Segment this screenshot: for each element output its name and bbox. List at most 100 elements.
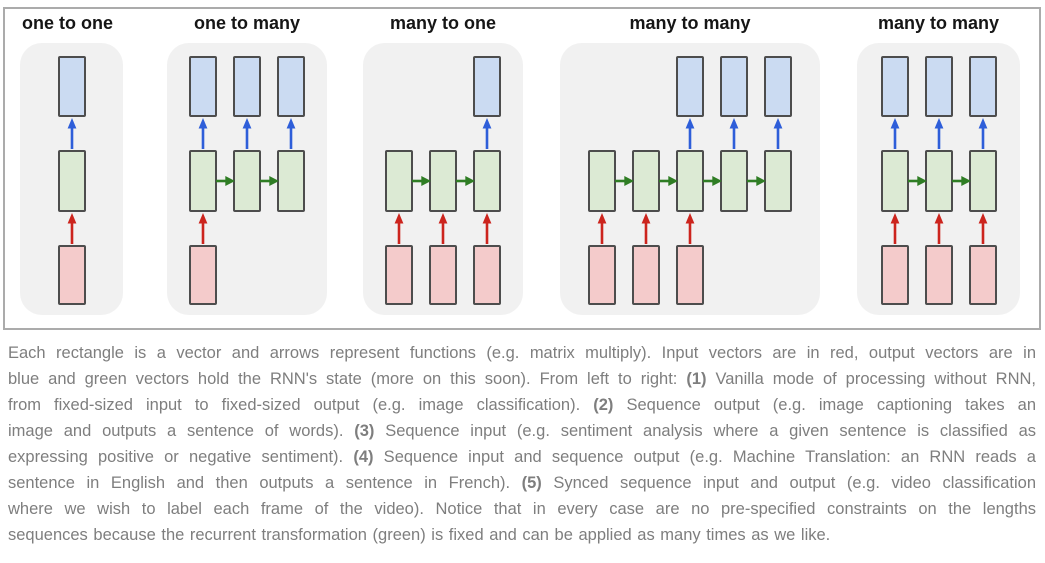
state-vector-box: [429, 150, 457, 212]
panel-title: one to one: [22, 13, 113, 33]
output-arrow-slot: [925, 117, 953, 150]
input-vector-box: [924, 245, 953, 305]
state-vector-box: [57, 150, 86, 212]
state-transition-arrow-icon: [907, 176, 927, 186]
output-vector-box: [473, 56, 501, 117]
input-slot: [385, 245, 413, 305]
vector-column: [764, 56, 792, 305]
input-slot: [968, 245, 997, 305]
output-slot: [720, 56, 748, 117]
output-slot: [385, 56, 413, 117]
output-arrow-slot: [473, 117, 501, 150]
input-arrow-slot: [720, 212, 748, 245]
input-slot: [764, 245, 792, 305]
input-arrow-icon: [438, 213, 448, 244]
state-vector-box: [968, 150, 997, 212]
input-vector-box: [632, 245, 660, 305]
input-vector-box: [473, 245, 501, 305]
output-slot: [277, 56, 305, 117]
state-vector-box: [676, 150, 704, 212]
output-arrow-icon: [67, 118, 76, 149]
input-slot: [277, 245, 305, 305]
output-vector-box: [720, 56, 748, 117]
caption-item-number: (4): [353, 448, 374, 466]
panel-title: many to many: [877, 13, 1000, 33]
output-arrow-icon: [890, 118, 899, 149]
output-vector-box: [233, 56, 261, 117]
state-slot: [233, 150, 279, 212]
caption-text: Sequence input and sequence output (e.g.…: [373, 448, 1036, 466]
output-slot: [676, 56, 704, 117]
input-vector-box: [968, 245, 997, 305]
input-arrow-slot: [385, 212, 413, 245]
output-arrow-slot: [233, 117, 261, 150]
caption-text: sentence in English and then outputs a s…: [8, 474, 522, 492]
caption-text: expressing positive or negative sentimen…: [8, 448, 354, 466]
caption-line: Each rectangle is a vector and arrows re…: [8, 340, 1036, 366]
output-slot: [880, 56, 909, 117]
input-arrow-slot: [764, 212, 792, 245]
output-arrow-slot: [189, 117, 217, 150]
input-arrow-slot: [189, 212, 217, 245]
output-arrow-slot: [385, 117, 413, 150]
panel-title: many to many: [629, 13, 751, 33]
input-arrow-icon: [934, 213, 943, 244]
state-transition-arrow-icon: [747, 176, 766, 186]
vector-column: [880, 56, 927, 305]
input-slot: [880, 245, 909, 305]
panel-body: [363, 43, 523, 315]
input-arrow-slot: [632, 212, 660, 245]
input-arrow-icon: [67, 213, 76, 244]
caption-line: sequences because the recurrent transfor…: [8, 522, 1036, 548]
input-vector-box: [588, 245, 616, 305]
output-arrow-icon: [729, 118, 739, 149]
vector-column: [968, 56, 997, 305]
input-arrow-slot: [58, 212, 86, 245]
input-slot: [233, 245, 261, 305]
vector-column: [473, 56, 501, 305]
input-slot: [473, 245, 501, 305]
caption-line: from fixed-sized input to fixed-sized ou…: [8, 392, 1036, 418]
input-vector-box: [676, 245, 704, 305]
output-vector-box: [189, 56, 217, 117]
output-arrow-icon: [685, 118, 695, 149]
state-transition-arrow-icon: [260, 176, 279, 186]
output-arrow-slot: [764, 117, 792, 150]
state-transition-arrow-icon: [659, 176, 678, 186]
caption-line: image and outputs a sentence of words). …: [8, 418, 1036, 444]
state-slot: [676, 150, 722, 212]
output-slot: [588, 56, 616, 117]
state-transition-arrow-icon: [456, 176, 475, 186]
output-vector-box: [57, 56, 86, 117]
vector-column: [676, 56, 722, 305]
state-transition-arrow-icon: [703, 176, 722, 186]
state-slot: [880, 150, 927, 212]
caption-text: Vanilla mode of processing without RNN,: [706, 370, 1036, 388]
state-slot: [720, 150, 766, 212]
state-vector-box: [588, 150, 616, 212]
panel-title: one to many: [193, 13, 300, 33]
input-arrow-slot: [881, 212, 909, 245]
state-slot: [764, 150, 792, 212]
state-slot: [632, 150, 678, 212]
caption-line: blue and green vectors hold the RNN's st…: [8, 366, 1036, 392]
output-arrow-slot: [588, 117, 616, 150]
state-slot: [473, 150, 501, 212]
rnn-architectures-figure: one to one one to many many to one many to …: [3, 7, 1041, 330]
state-slot: [968, 150, 997, 212]
input-arrow-slot: [588, 212, 616, 245]
input-slot: [189, 245, 217, 305]
vector-column: [233, 56, 279, 305]
output-arrow-slot: [881, 117, 909, 150]
output-vector-box: [880, 56, 909, 117]
vector-column: [588, 56, 634, 305]
input-arrow-icon: [978, 213, 987, 244]
output-arrow-icon: [286, 118, 296, 149]
vector-column: [189, 56, 235, 305]
input-arrow-slot: [233, 212, 261, 245]
input-arrow-slot: [969, 212, 997, 245]
caption-text: where we wish to label each frame of the…: [8, 500, 1036, 518]
vector-column: [57, 56, 86, 305]
panel-body: [167, 43, 327, 315]
panel-title: many to one: [389, 13, 496, 33]
